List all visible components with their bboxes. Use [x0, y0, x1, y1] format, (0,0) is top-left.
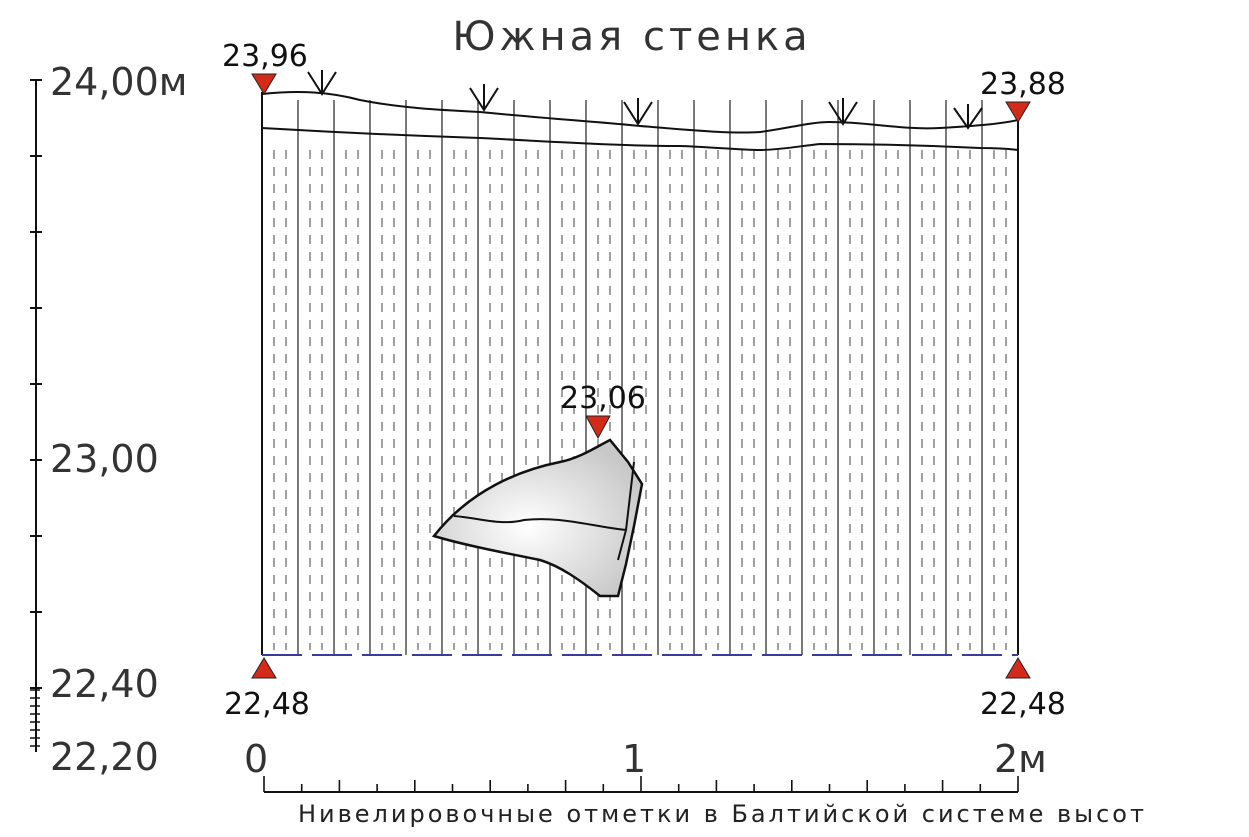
horizontal-scale-label-2: 2м: [994, 737, 1047, 781]
elevation-top-right: 23,88: [980, 67, 1066, 102]
stone: [431, 438, 644, 598]
elevation-markers: 23,96 23,88 23,06 22,48 22,48: [222, 39, 1066, 722]
elevation-bottom-right: 22,48: [980, 687, 1066, 722]
marker-bottom-right-icon: [1005, 657, 1031, 679]
vertical-scale-label-low: 22,40: [50, 662, 159, 706]
horizontal-scale: 0 1 2м Нивелировочные отметки в Балтийск…: [244, 737, 1147, 828]
drawing-title: Южная стенка: [452, 14, 811, 60]
vertical-scale: 24,00м 23,00 22,40 22,20: [30, 60, 187, 779]
horizontal-scale-label-1: 1: [622, 737, 646, 781]
elevation-bottom-left: 22,48: [224, 687, 310, 722]
turf-layer-top-line: [261, 91, 1019, 134]
elevation-top-left: 23,96: [222, 39, 308, 74]
sampling-columns: [297, 100, 983, 655]
marker-bottom-left-icon: [251, 657, 277, 679]
elevation-stone: 23,06: [560, 381, 646, 416]
vertical-scale-label-mid: 23,00: [50, 437, 159, 481]
marker-top-right-icon: [1005, 101, 1031, 123]
vertical-scale-label-top: 24,00м: [50, 60, 187, 104]
marker-top-left-icon: [251, 73, 277, 95]
turf-layer-bottom-line: [261, 127, 1019, 152]
wall-section: [261, 70, 1019, 656]
scale-caption: Нивелировочные отметки в Балтийской сист…: [298, 800, 1147, 828]
vertical-scale-label-bottom: 22,20: [50, 735, 159, 779]
marker-stone-icon: [585, 415, 611, 440]
surface-arrows: [307, 70, 983, 130]
horizontal-scale-label-0: 0: [244, 737, 268, 781]
